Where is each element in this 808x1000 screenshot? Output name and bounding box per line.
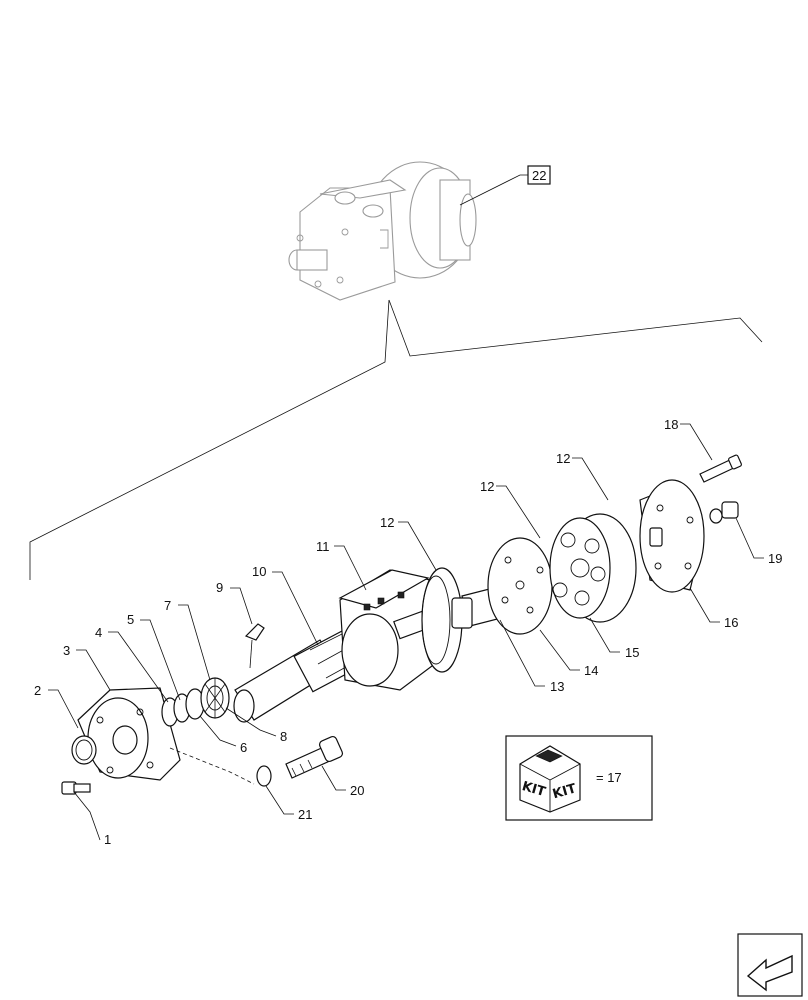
flange-cover [77,687,181,781]
callout-14: 14 [584,663,598,678]
kit-label-left: KIT [520,779,547,800]
callout-20: 20 [350,783,364,798]
callout-19: 19 [768,551,782,566]
callout-5: 5 [127,612,134,627]
bearing [200,677,230,719]
callout-11: 11 [316,539,330,554]
callout-10: 10 [252,564,266,579]
seal-washer [256,765,272,787]
back-arrow-icon[interactable] [737,933,803,997]
callout-labels: 1 2 3 4 5 6 7 8 9 10 11 12 12 12 13 14 1… [34,165,782,847]
geroller-set [549,513,637,623]
callout-13: 13 [550,679,564,694]
assembled-motor-drawing [288,161,477,301]
callout-12c: 12 [556,451,570,466]
bolt [61,781,91,795]
callout-22-box [527,165,551,185]
motor-housing [338,567,463,691]
callout-12a: 12 [380,515,394,530]
callout-8: 8 [280,729,287,744]
plug [709,501,739,524]
callout-16: 16 [724,615,738,630]
callout-22: 22 [532,168,546,183]
leader-lines [48,423,764,841]
callout-1: 1 [104,832,111,847]
callout-12b: 12 [480,479,494,494]
callout-3: 3 [63,643,70,658]
callout-9: 9 [216,580,223,595]
callout-6: 6 [240,740,247,755]
callout-18: 18 [664,417,678,432]
end-cover [639,479,705,593]
woodruff-key [244,623,265,641]
cap-screw [699,454,742,483]
callout-15: 15 [625,645,639,660]
kit-label-right: KIT [551,781,578,802]
kit-reference-box: KIT KIT = 17 [505,735,653,821]
callout-7: 7 [164,598,171,613]
callout-4: 4 [95,625,102,640]
wear-plate [487,537,553,635]
kit-ref-text: = 17 [596,770,622,785]
screw [285,735,344,779]
callout-2: 2 [34,683,41,698]
callout-21: 21 [298,807,312,822]
